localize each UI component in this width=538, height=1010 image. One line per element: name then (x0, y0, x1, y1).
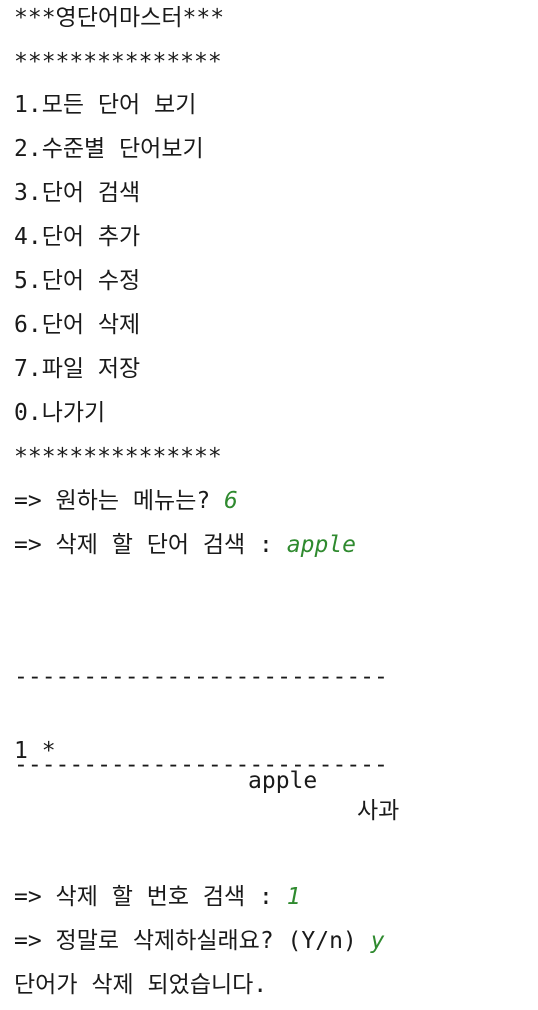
result-divider-bottom: --------------------------- (14, 752, 388, 778)
menu-prompt-line: => 원하는 메뉴는? 6 (14, 486, 238, 516)
menu-item-edit: 5.단어 수정 (14, 268, 141, 294)
confirm-prompt-line: => 정말로 삭제하실래요? (Y/n) y (14, 926, 384, 956)
result-divider-top: --------------------------- (14, 664, 388, 690)
done-message: 단어가 삭제 되었습니다. (14, 972, 268, 998)
confirm-prompt: => 정말로 삭제하실래요? (Y/n) (14, 928, 371, 954)
number-input[interactable]: 1 (286, 884, 301, 910)
menu-item-delete: 6.단어 삭제 (14, 312, 141, 338)
result-word: apple (248, 768, 318, 794)
menu-item-add: 4.단어 추가 (14, 224, 141, 250)
result-meaning: 사과 (357, 798, 400, 824)
menu-item-view-by-level: 2.수준별 단어보기 (14, 136, 204, 162)
result-number: 1 * (14, 738, 56, 764)
menu-prompt: => 원하는 메뉴는? (14, 488, 225, 514)
stars-divider-top: *************** (14, 49, 222, 75)
search-input[interactable]: apple (286, 532, 356, 558)
menu-item-search: 3.단어 검색 (14, 180, 141, 206)
confirm-input[interactable]: y (370, 928, 385, 954)
menu-item-exit: 0.나가기 (14, 400, 106, 426)
menu-item-view-all: 1.모든 단어 보기 (14, 92, 197, 118)
search-prompt-line: => 삭제 할 단어 검색 : apple (14, 530, 356, 560)
search-prompt: => 삭제 할 단어 검색 : (14, 532, 287, 558)
app-title: ***영단어마스터*** (14, 5, 225, 31)
number-prompt: => 삭제 할 번호 검색 : (14, 884, 287, 910)
stars-divider-bottom: *************** (14, 444, 222, 470)
result-row: 1 * apple 사과 (14, 706, 514, 824)
menu-item-save-file: 7.파일 저장 (14, 356, 141, 382)
number-prompt-line: => 삭제 할 번호 검색 : 1 (14, 882, 301, 912)
menu-input[interactable]: 6 (224, 488, 238, 514)
